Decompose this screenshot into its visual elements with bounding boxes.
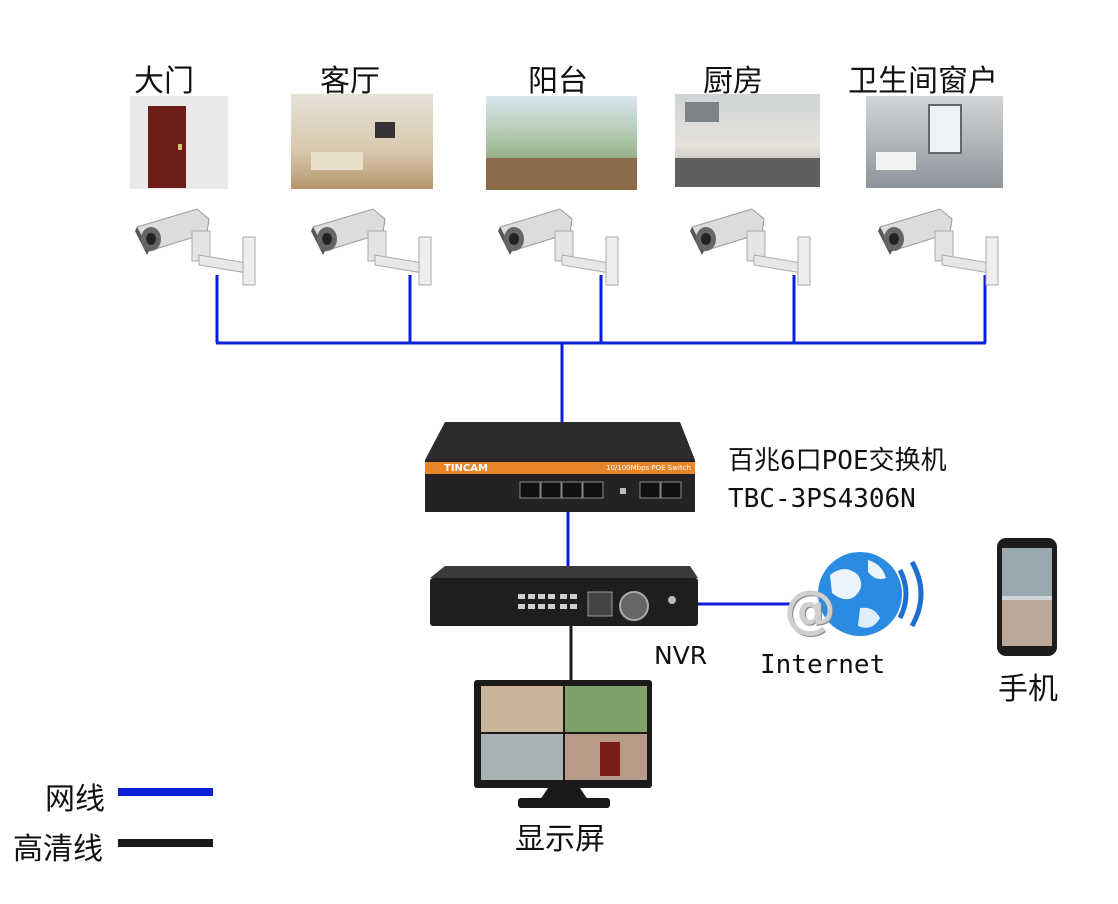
room-label-door: 大门 (134, 64, 194, 99)
room-label-living-room: 客厅 (320, 64, 380, 99)
network-wires (215, 275, 987, 606)
switch-model: TBC-3PS4306N (728, 484, 916, 514)
phone-icon (997, 538, 1057, 656)
camera-1 (135, 208, 256, 286)
camera-2 (311, 208, 432, 286)
room-photo-balcony (486, 96, 637, 190)
nvr-label: NVR (654, 641, 708, 670)
room-label-kitchen: 厨房 (703, 64, 763, 99)
switch-name: 百兆6口POE交换机 (728, 446, 947, 476)
room-label-balcony: 阳台 (528, 64, 588, 99)
monitor-device (474, 680, 652, 808)
legend-hdmi-label: 高清线 (13, 832, 103, 867)
room-photo-living-room (291, 94, 433, 189)
monitor-label: 显示屏 (515, 822, 605, 857)
internet-label: Internet (760, 650, 886, 680)
camera-4 (690, 208, 811, 286)
at-symbol: @ (784, 580, 836, 640)
switch-panel-text: 10/100Mbps POE Switch (606, 464, 691, 472)
phone-label: 手机 (998, 672, 1058, 707)
legend-network-label: 网线 (45, 782, 105, 817)
nvr-device (430, 566, 698, 626)
room-label-bathroom: 卫生间窗户 (848, 64, 998, 99)
camera-group (135, 208, 999, 286)
legend-hdmi-line (118, 839, 213, 847)
room-photo-kitchen (675, 94, 820, 187)
room-photo-door (130, 96, 228, 189)
poe-switch (425, 422, 695, 512)
switch-brand: TINCAM (444, 463, 488, 474)
globe-icon (818, 552, 924, 636)
camera-3 (498, 208, 619, 286)
camera-5 (878, 208, 999, 286)
room-photo-bathroom (866, 96, 1003, 188)
legend-network-line (118, 788, 213, 796)
